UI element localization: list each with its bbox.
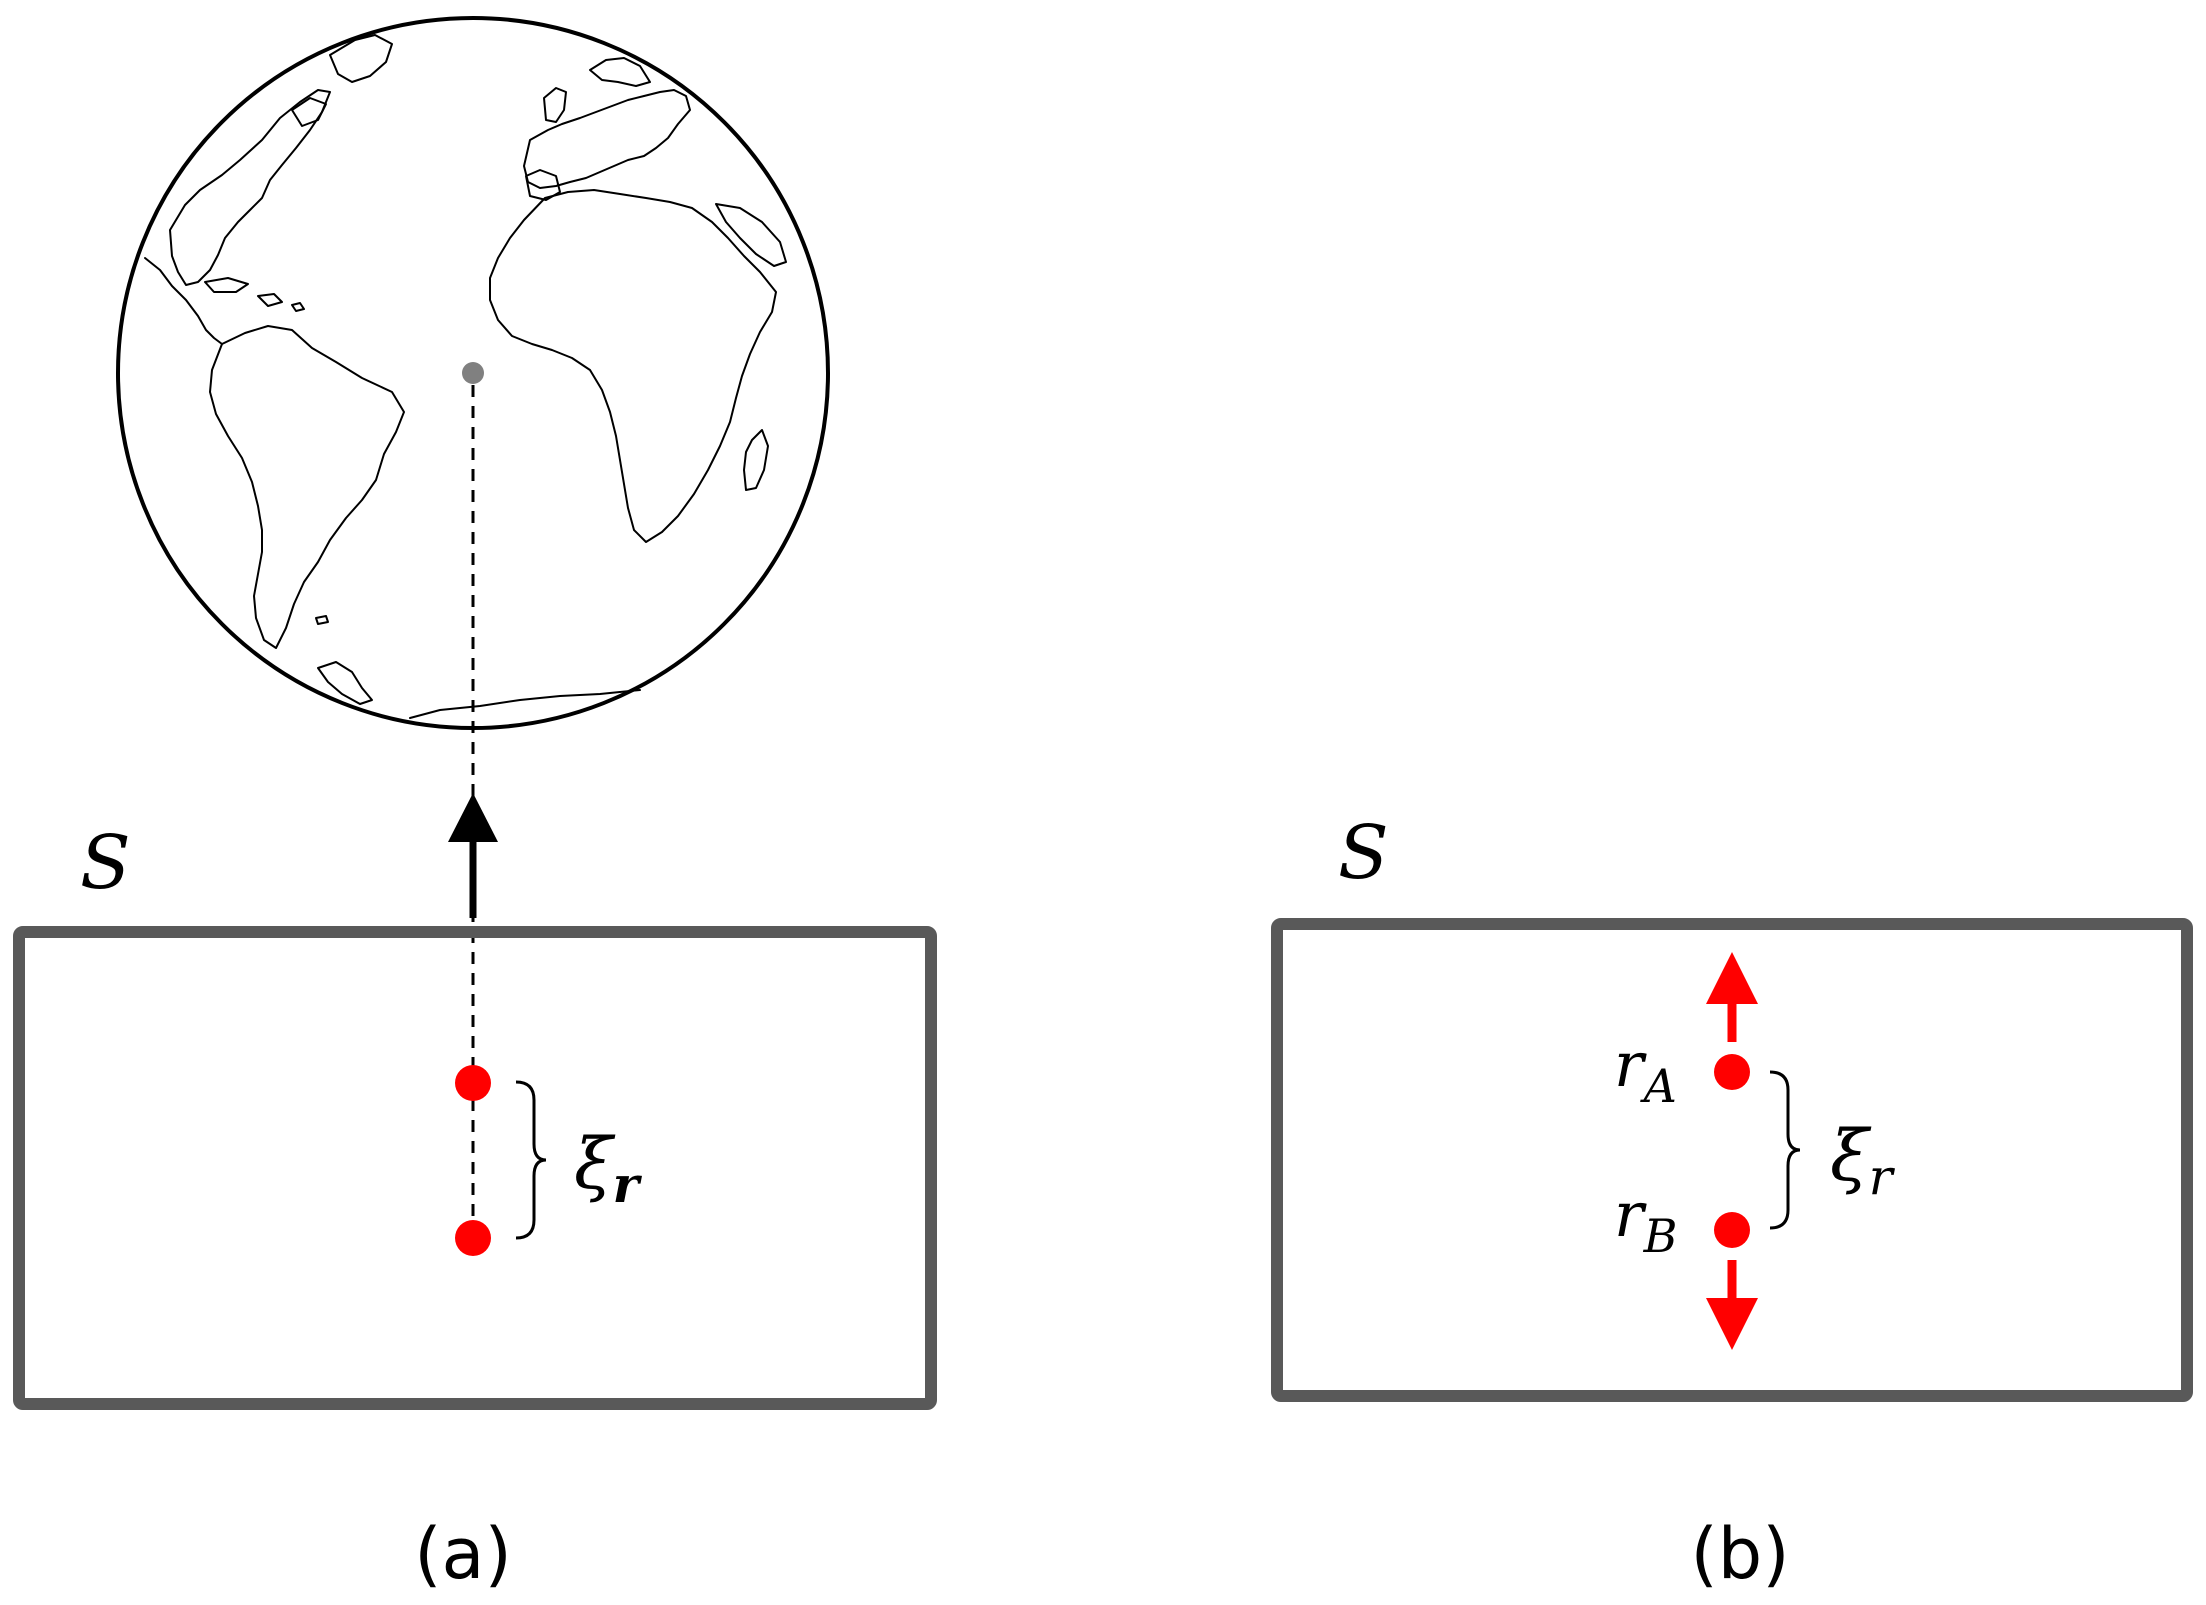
continent-antarctica xyxy=(409,689,641,719)
system-label-b: S xyxy=(1338,810,1389,896)
arrow-up-red-icon xyxy=(1706,952,1758,1042)
particle-upper-a xyxy=(455,1065,491,1101)
continent-africa xyxy=(489,189,777,543)
earth-center-point xyxy=(462,362,484,384)
coast-britain xyxy=(543,87,567,123)
continent-north-america xyxy=(169,89,331,286)
brace-a xyxy=(515,1080,547,1240)
panel-a: S ξr (a) xyxy=(13,16,937,1595)
coast-arabia xyxy=(715,203,787,267)
coast-greenland xyxy=(329,34,393,83)
point-b-label: rB xyxy=(1614,1178,1677,1263)
point-a-label: rA xyxy=(1614,1028,1677,1113)
caption-a: (a) xyxy=(414,1513,512,1595)
coast-labrador xyxy=(291,97,327,127)
panel-b: S rA rB ξr (b) xyxy=(1271,810,2193,1595)
particle-a xyxy=(1714,1054,1750,1090)
coast-scandinavia xyxy=(589,57,651,87)
system-box-a xyxy=(13,926,937,1410)
islands-caribbean xyxy=(204,277,305,312)
coast-antarctic-peninsula xyxy=(317,661,373,705)
system-label-a: S xyxy=(80,820,131,906)
coast-iberia xyxy=(525,169,561,201)
earth-globe xyxy=(116,16,830,730)
separation-label-a: ξr xyxy=(574,1123,643,1214)
brace-b xyxy=(1769,1070,1801,1230)
island-madagascar xyxy=(743,429,769,491)
particle-b xyxy=(1714,1212,1750,1248)
separation-label-b: ξr xyxy=(1830,1115,1896,1206)
continent-central-america xyxy=(144,257,223,345)
islands-falklands xyxy=(315,615,329,625)
caption-b: (b) xyxy=(1690,1513,1789,1595)
continent-south-america xyxy=(209,325,405,649)
particle-lower-a xyxy=(455,1220,491,1256)
arrow-down-red-icon xyxy=(1706,1260,1758,1350)
system-box-b xyxy=(1271,918,2193,1402)
arrow-up-icon xyxy=(448,793,498,918)
